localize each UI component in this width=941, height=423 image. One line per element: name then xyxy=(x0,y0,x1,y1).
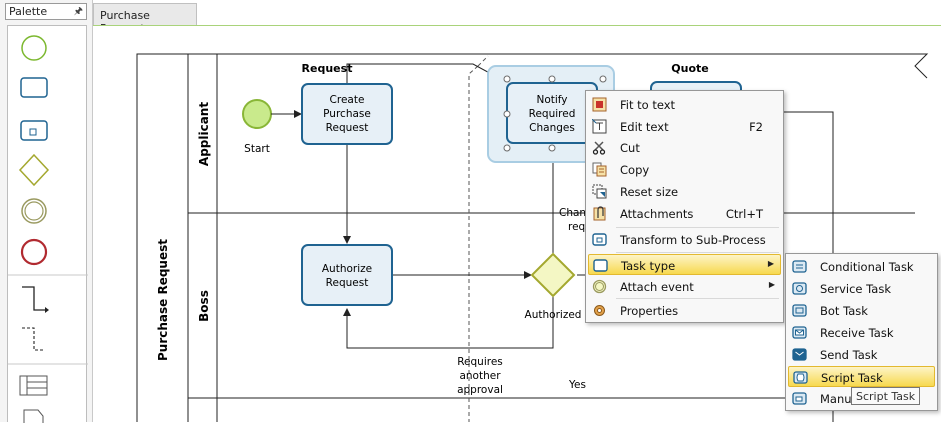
menu-item-attach-event[interactable]: Attach event ▶ xyxy=(588,276,781,297)
fit-text-icon xyxy=(592,97,607,112)
event-icon xyxy=(592,279,607,294)
lane-label-applicant: Applicant xyxy=(197,102,211,166)
flow-label-changes: Chan xyxy=(559,207,586,219)
submenu-item-conditional-task[interactable]: Conditional Task xyxy=(788,256,935,277)
submenu-item-service-task[interactable]: Service Task xyxy=(788,278,935,299)
scissors-icon xyxy=(592,141,606,155)
phase-label-request: Request xyxy=(302,62,353,75)
data-object-icon[interactable] xyxy=(23,409,44,423)
tooltip: Script Task xyxy=(851,387,920,405)
start-event-icon[interactable] xyxy=(21,35,47,61)
start-event[interactable] xyxy=(242,99,272,129)
selection-handles[interactable] xyxy=(503,75,607,152)
lane-icon[interactable] xyxy=(19,375,48,396)
gateway-authorized[interactable] xyxy=(530,252,576,298)
subprocess-icon[interactable] xyxy=(20,120,48,141)
tab-purchase-request[interactable]: Purchase Request xyxy=(93,3,197,35)
receive-task-icon xyxy=(792,326,807,339)
pool-purchase-request[interactable]: Purchase Request xyxy=(136,53,929,422)
flow-label-yes: Yes xyxy=(568,379,586,391)
send-task-icon xyxy=(792,348,807,361)
copy-icon xyxy=(592,162,607,177)
subprocess-icon xyxy=(592,233,607,246)
palette-title: Palette xyxy=(9,5,48,18)
lane-label-boss: Boss xyxy=(197,290,211,322)
submenu-item-receive-task[interactable]: Receive Task xyxy=(788,322,935,343)
task-type-submenu: Conditional Task Service Task Bot Task R… xyxy=(785,253,938,411)
script-task-icon xyxy=(793,371,808,384)
service-task-icon xyxy=(792,282,807,295)
menu-item-properties[interactable]: Properties xyxy=(588,300,781,321)
task-icon[interactable] xyxy=(20,77,48,98)
message-flow-icon[interactable] xyxy=(22,327,45,351)
pin-icon[interactable]: 🖈 xyxy=(73,6,83,17)
gateway-label: Authorized xyxy=(525,309,582,321)
bot-task-icon xyxy=(792,304,807,317)
manual-task-icon xyxy=(792,392,807,405)
gear-icon xyxy=(594,305,605,316)
menu-item-transform-subprocess[interactable]: Transform to Sub-Process xyxy=(588,229,781,250)
submenu-arrow-icon: ▶ xyxy=(767,259,774,268)
sequence-flow-icon[interactable] xyxy=(22,286,49,313)
submenu-item-bot-task[interactable]: Bot Task xyxy=(788,300,935,321)
end-event-icon[interactable] xyxy=(20,238,48,266)
palette-tools xyxy=(7,25,88,423)
menu-item-fit-to-text[interactable]: Fit to text xyxy=(588,94,781,115)
tooltip-text: Script Task xyxy=(856,390,916,403)
tab-divider xyxy=(93,25,941,26)
menu-separator xyxy=(616,252,779,253)
gateway-icon[interactable] xyxy=(18,153,50,187)
lane-applicant[interactable]: Applicant xyxy=(188,54,915,422)
submenu-item-send-task[interactable]: Send Task xyxy=(788,344,935,365)
task-type-icon xyxy=(593,259,608,272)
intermediate-event-icon[interactable] xyxy=(21,198,47,224)
diagram-canvas[interactable]: Purchase Request Applicant Boss Request … xyxy=(93,26,941,422)
attachment-icon xyxy=(593,206,606,221)
phase-label-quote: Quote xyxy=(671,62,708,75)
palette-header[interactable]: Palette 🖈 xyxy=(5,3,87,20)
phase-separator[interactable] xyxy=(468,65,479,422)
menu-item-attachments[interactable]: Attachments Ctrl+T xyxy=(588,203,781,224)
menu-separator xyxy=(616,227,779,228)
reset-size-icon xyxy=(592,184,607,199)
edit-text-icon xyxy=(592,119,607,134)
menu-item-cut[interactable]: Cut xyxy=(588,137,781,158)
menu-item-reset-size[interactable]: Reset size xyxy=(588,181,781,202)
conditional-task-icon xyxy=(792,260,807,273)
palette-panel: Palette 🖈 xyxy=(0,0,93,423)
context-menu: Fit to text Edit text F2 Cut Copy Reset … xyxy=(585,90,784,323)
pool-label: Purchase Request xyxy=(156,239,170,361)
palette-tools-svg xyxy=(8,35,88,423)
menu-item-task-type[interactable]: Task type ▶ xyxy=(588,254,781,275)
menu-separator xyxy=(616,298,779,299)
tab-bar xyxy=(93,0,941,26)
submenu-arrow-icon: ▶ xyxy=(768,280,775,289)
flow-label-changes-2: req xyxy=(568,221,585,233)
menu-item-copy[interactable]: Copy xyxy=(588,159,781,180)
menu-item-edit-text[interactable]: Edit text F2 xyxy=(588,116,781,137)
start-event-label: Start xyxy=(244,143,270,155)
submenu-item-script-task[interactable]: Script Task xyxy=(788,366,935,387)
